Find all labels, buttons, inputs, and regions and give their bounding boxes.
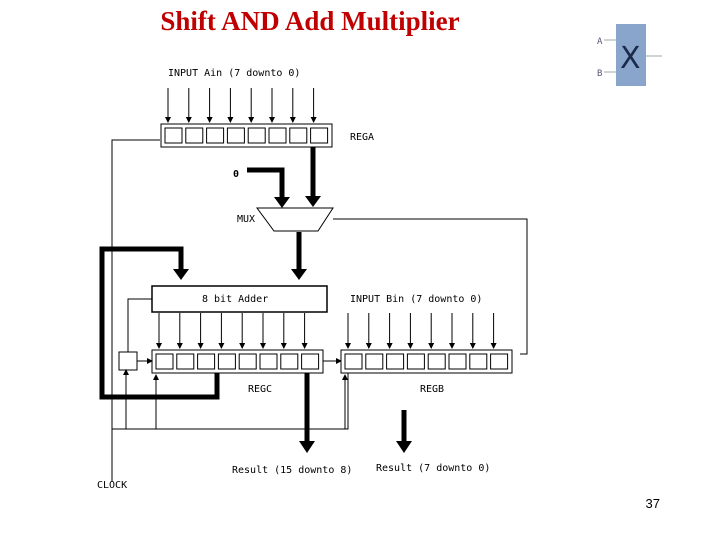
bin-input-arrows <box>345 313 497 349</box>
slide-title: Shift AND Add Multiplier <box>160 6 460 36</box>
multiplier-logo: A B X <box>597 24 662 86</box>
mux-trapezoid <box>256 207 334 232</box>
clock-label: CLOCK <box>97 480 127 491</box>
adder-label: 8 bit Adder <box>202 294 268 305</box>
register-bit-cell <box>268 127 287 144</box>
mux-to-adder-arrowhead <box>291 269 307 280</box>
register-bit-cell <box>427 353 446 370</box>
rega-register <box>160 123 333 148</box>
regc-feedback-arrowhead <box>173 269 189 280</box>
input-bin-label: INPUT Bin (7 downto 0) <box>350 294 482 305</box>
register-bit-cell <box>217 353 236 370</box>
register-bit-cell <box>280 353 299 370</box>
register-bit-cell <box>289 127 308 144</box>
register-bit-cell <box>386 353 405 370</box>
register-bit-cell <box>365 353 384 370</box>
mux-label: MUX <box>237 214 255 225</box>
zero-to-mux-wire <box>247 167 285 199</box>
regb-register <box>340 349 513 374</box>
register-bit-cell <box>164 127 183 144</box>
regc-label: REGC <box>248 384 272 395</box>
register-bit-cell <box>238 353 257 370</box>
carry-wire <box>127 298 152 352</box>
input-ain-label: INPUT Ain (7 downto 0) <box>168 68 300 79</box>
register-bit-cell <box>344 353 363 370</box>
register-bit-cell <box>155 353 174 370</box>
mux-select-wire <box>333 218 528 355</box>
register-bit-cell <box>226 127 245 144</box>
register-bit-cell <box>185 127 204 144</box>
register-bit-cell <box>490 353 509 370</box>
register-bit-cell <box>206 127 225 144</box>
register-bit-cell <box>247 127 266 144</box>
logo-a-label: A <box>597 37 603 47</box>
ain-input-arrows <box>165 88 317 123</box>
regc-register <box>151 349 324 374</box>
register-bit-cell <box>259 353 278 370</box>
rega-to-mux-arrowhead <box>305 196 321 207</box>
page-number: 37 <box>645 496 660 511</box>
rega-label: REGA <box>350 132 374 143</box>
result-hi-arrowhead <box>299 441 315 453</box>
logo-b-label: B <box>597 69 602 79</box>
register-bit-cell <box>469 353 488 370</box>
register-bit-cell <box>448 353 467 370</box>
register-bit-cell <box>301 353 320 370</box>
result-lo-label: Result (7 downto 0) <box>376 463 490 474</box>
adder-output-arrows <box>156 313 308 349</box>
carry-cell <box>118 351 138 371</box>
register-bit-cell <box>176 353 195 370</box>
zero-to-mux-arrowhead <box>274 197 290 208</box>
logo-x-label: X <box>620 41 641 76</box>
result-lo-arrowhead <box>396 441 412 453</box>
register-bit-cell <box>406 353 425 370</box>
register-bit-cell <box>197 353 216 370</box>
zero-label: 0 <box>233 169 239 180</box>
result-hi-label: Result (15 downto 8) <box>232 465 352 476</box>
regb-label: REGB <box>420 384 444 395</box>
register-bit-cell <box>310 127 329 144</box>
regc-feedback-wire <box>99 246 220 400</box>
